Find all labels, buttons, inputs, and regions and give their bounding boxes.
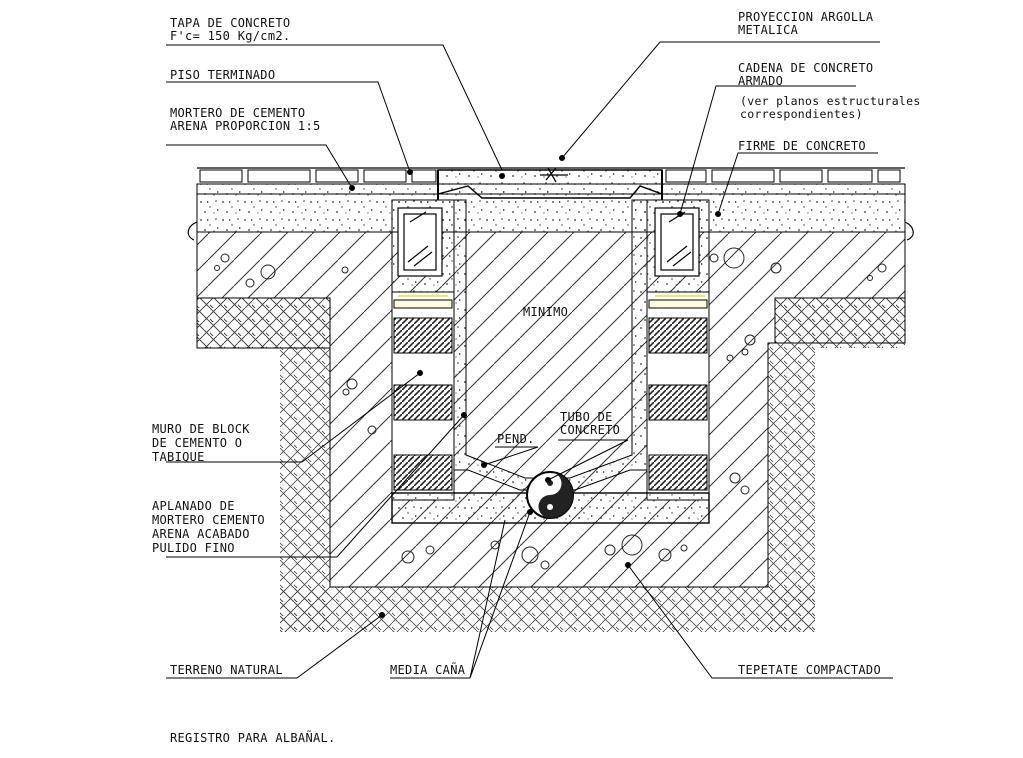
label-terreno: TERRENO NATURAL xyxy=(170,663,283,677)
leader-dots xyxy=(349,155,721,618)
label-firme: FIRME DE CONCRETO xyxy=(738,139,866,153)
label-proyeccion-2: METALICA xyxy=(738,23,799,37)
label-muro-1: MURO DE BLOCK xyxy=(152,422,250,436)
label-tapa-2: F'c= 150 Kg/cm2. xyxy=(170,29,291,43)
tepetate-area xyxy=(196,231,906,588)
firme-concreto xyxy=(196,193,906,233)
label-cadena-1: CADENA DE CONCRETO xyxy=(738,61,874,75)
tubo-concreto xyxy=(526,471,574,519)
label-aplanado-3: ARENA ACABADO xyxy=(152,527,250,541)
terreno-left-top xyxy=(196,297,331,349)
drawing-title: REGISTRO PARA ALBAÑAL. xyxy=(170,731,336,745)
label-cadena-note-2: correspondientes) xyxy=(740,107,863,121)
label-proyeccion-1: PROYECCION ARGOLLA xyxy=(738,10,874,24)
label-minimo: MINIMO xyxy=(523,305,569,319)
label-tubo-2: CONCRETO xyxy=(560,423,621,437)
leader-lines xyxy=(166,41,893,679)
terreno-right-top xyxy=(774,297,906,344)
argolla-metalica xyxy=(540,167,568,183)
terreno-bottom xyxy=(280,587,815,632)
label-tapa-1: TAPA DE CONCRETO xyxy=(170,16,291,30)
break-mark-left xyxy=(187,221,198,241)
label-aplanado-2: MORTERO CEMENTO xyxy=(152,513,265,527)
terreno-left-side xyxy=(280,348,330,632)
label-muro-3: TABIQUE xyxy=(152,450,205,464)
label-muro-2: DE CEMENTO O xyxy=(152,436,243,450)
label-mortero-1: MORTERO DE CEMENTO xyxy=(170,106,306,120)
label-cadena-2: ARMADO xyxy=(738,74,784,88)
break-mark-right xyxy=(904,221,914,241)
cadena-left xyxy=(397,207,443,277)
label-piso: PISO TERMINADO xyxy=(170,68,276,82)
label-tepetate: TEPETATE COMPACTADO xyxy=(738,663,881,677)
label-mortero-2: ARENA PROPORCION 1:5 xyxy=(170,119,321,133)
piso-terminado-tiles xyxy=(199,169,901,183)
label-media-cana: MEDIA CAÑA xyxy=(390,663,466,677)
label-pend: PEND. xyxy=(497,432,535,446)
cadena-right xyxy=(654,207,700,277)
label-tubo-1: TUBO DE xyxy=(560,410,613,424)
label-cadena-note-1: (ver planos estructurales xyxy=(740,94,921,108)
terreno-right-side xyxy=(768,343,815,632)
label-aplanado-1: APLANADO DE xyxy=(152,499,235,513)
aggregate-marks xyxy=(214,247,887,570)
label-aplanado-4: PULIDO FINO xyxy=(152,541,235,555)
